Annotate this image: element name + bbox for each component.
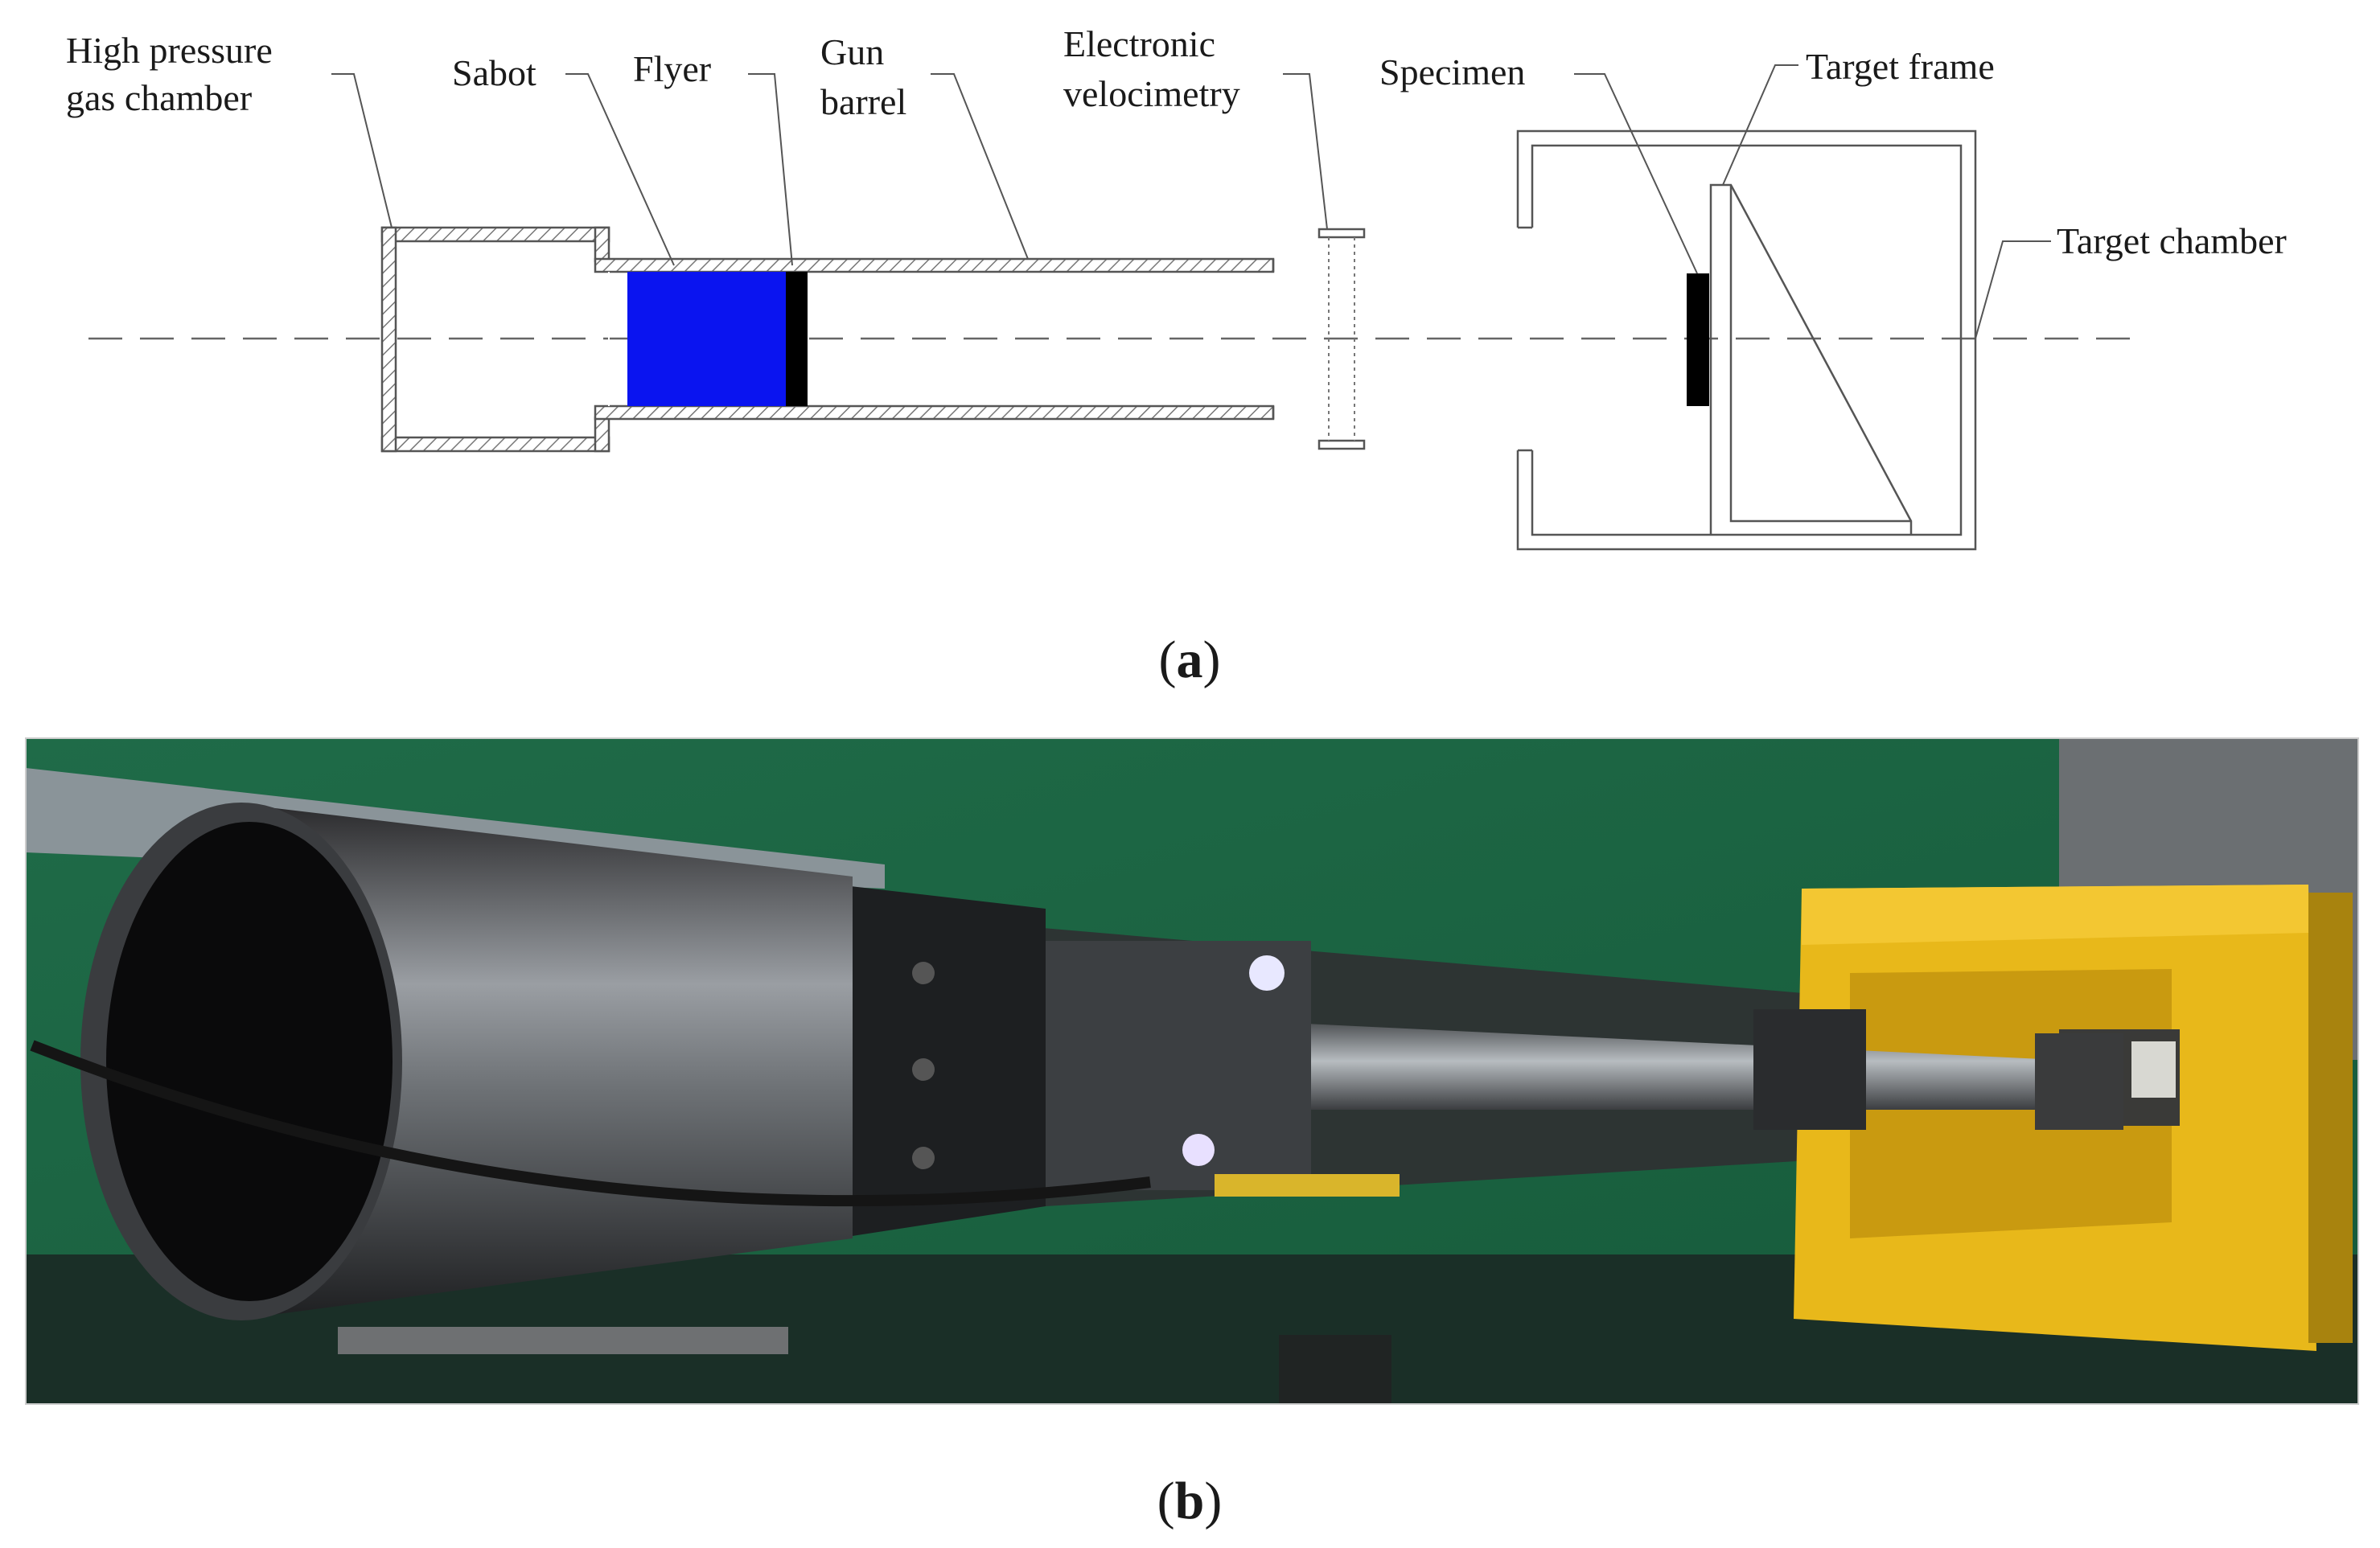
photo-border — [25, 737, 2359, 1405]
label-gas-chamber-line2: gas chamber — [66, 77, 252, 118]
photo-panel: (b) — [25, 737, 2359, 1530]
floor-box — [1279, 1335, 1391, 1404]
flyer-block — [786, 272, 808, 406]
leader-lines — [331, 64, 2051, 339]
flange-bolt — [912, 1147, 935, 1169]
flange-bolt — [912, 962, 935, 984]
label-gun-barrel-line1: Gun — [820, 31, 884, 72]
flange-block — [836, 885, 1046, 1238]
specimen-block — [1687, 273, 1709, 406]
flange-bolt — [912, 1058, 935, 1081]
target-frame-shape — [1709, 183, 1913, 535]
barrel-clamp — [1753, 1009, 1866, 1130]
label-flyer: Flyer — [633, 48, 711, 89]
light-reflection — [1249, 955, 1285, 991]
sabot-block — [627, 272, 786, 406]
label-gas-chamber-line1: High pressure — [66, 30, 273, 71]
velocimetry-shape — [1317, 228, 1366, 450]
label-velocimetry-line2: velocimetry — [1063, 73, 1240, 114]
label-sabot: Sabot — [452, 52, 536, 93]
label-target-frame: Target frame — [1806, 46, 1995, 87]
label-target-chamber: Target chamber — [2057, 220, 2287, 261]
barrel-end-block — [2035, 1033, 2123, 1130]
schematic-diagram: High pressure gas chamber Sabot Flyer Gu… — [66, 23, 2287, 689]
label-gun-barrel-line2: barrel — [820, 81, 906, 122]
label-specimen: Specimen — [1379, 51, 1525, 92]
floor-pipe — [338, 1327, 788, 1354]
long-gun-barrel — [1255, 1021, 2091, 1110]
caption-b: (b) — [1157, 1472, 1223, 1530]
gun-barrel-shape — [594, 257, 1275, 421]
light-reflection — [1182, 1134, 1215, 1166]
caption-a: (a) — [1159, 630, 1221, 689]
yellow-tag — [1215, 1174, 1400, 1197]
label-velocimetry-line1: Electronic — [1063, 23, 1215, 64]
target-chamber-shape — [1516, 129, 1977, 551]
gun-barrel-photo — [30, 803, 1151, 1320]
